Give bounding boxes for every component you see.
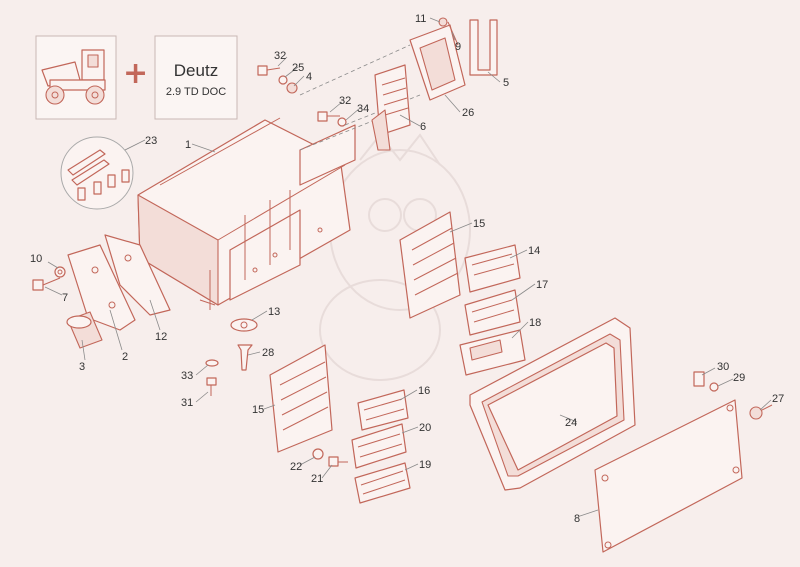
callout-30: 30 — [717, 361, 729, 373]
machine-thumbnail-box — [35, 35, 117, 120]
callout-20: 20 — [419, 422, 431, 434]
part-11-washer — [438, 17, 448, 27]
plus-sign: + — [123, 56, 148, 91]
callout-7: 7 — [62, 292, 68, 304]
callout-29: 29 — [733, 372, 745, 384]
part-6-connector-housing — [371, 64, 411, 151]
engine-model: 2.9 TD DOC — [166, 86, 226, 98]
leader-lines — [44, 17, 772, 517]
callout-labels: 1 2 3 4 5 6 7 8 9 10 11 12 13 14 15 15 1… — [30, 13, 784, 525]
part-13-gasket — [230, 318, 258, 332]
callout-4: 4 — [306, 71, 312, 83]
part-30-latch — [693, 371, 705, 387]
part-33-washer — [205, 359, 219, 367]
part-7-bolt — [32, 277, 61, 291]
part-1-main-frame — [137, 117, 356, 310]
callout-31: 31 — [181, 397, 193, 409]
callout-13: 13 — [268, 306, 280, 318]
part-12-bracket — [104, 234, 171, 316]
callout-26: 26 — [462, 107, 474, 119]
callout-23: 23 — [145, 135, 157, 147]
callout-28: 28 — [262, 347, 274, 359]
assembly-line-a — [299, 44, 411, 96]
part-32-screw-upper — [257, 65, 281, 76]
part-22-washer — [312, 448, 324, 460]
part-3-grommet — [66, 311, 103, 349]
part-32-screw-lower — [317, 111, 340, 122]
callout-2: 2 — [122, 351, 128, 363]
part-21-screw — [328, 456, 348, 467]
part-14-fuse-block — [464, 244, 521, 293]
part-8-cover-plate — [594, 399, 743, 553]
dumper-icon — [41, 49, 106, 105]
part-17-fuse-block — [464, 289, 521, 336]
part-23-clips-detail — [60, 136, 134, 210]
part-34-washer — [337, 117, 347, 127]
callout-21: 21 — [311, 473, 323, 485]
part-27-screw — [749, 404, 773, 420]
callout-16: 16 — [418, 385, 430, 397]
callout-17: 17 — [536, 279, 548, 291]
callout-14: 14 — [528, 245, 540, 257]
callout-1: 1 — [185, 139, 191, 151]
callout-19: 19 — [419, 459, 431, 471]
part-20-fuse-block — [351, 423, 407, 469]
callout-32-lower: 32 — [339, 95, 351, 107]
part-29-washer — [709, 382, 719, 392]
callout-8: 8 — [574, 513, 580, 525]
callout-32-upper: 32 — [274, 50, 286, 62]
callout-18: 18 — [529, 317, 541, 329]
engine-title: Deutz — [174, 61, 218, 80]
part-5-clip — [469, 19, 498, 76]
callout-10: 10 — [30, 253, 42, 265]
part-26-frame — [409, 24, 466, 101]
callout-25: 25 — [292, 62, 304, 74]
callout-15-upper: 15 — [473, 218, 485, 230]
part-25-washer — [278, 75, 288, 85]
part-31-screw — [206, 377, 217, 396]
callout-27: 27 — [772, 393, 784, 405]
callout-34: 34 — [357, 103, 369, 115]
callout-9: 9 — [455, 41, 461, 53]
callout-6: 6 — [420, 121, 426, 133]
callout-11: 11 — [415, 13, 426, 25]
callout-3: 3 — [79, 361, 85, 373]
part-10-washer — [54, 266, 66, 278]
callout-12: 12 — [155, 331, 167, 343]
callout-22: 22 — [290, 461, 302, 473]
part-19-fuse-block — [354, 462, 411, 504]
part-15-fuse-holder-upper — [399, 211, 461, 319]
callout-15-lower: 15 — [252, 404, 264, 416]
callout-24: 24 — [565, 417, 577, 429]
callout-33: 33 — [181, 370, 193, 382]
callout-5: 5 — [503, 77, 509, 89]
engine-info-box: Deutz 2.9 TD DOC — [154, 35, 238, 120]
part-24-seal-frame — [469, 317, 636, 491]
part-16-fuse-block — [357, 389, 409, 431]
part-9-pin — [447, 21, 459, 46]
part-2-bracket — [67, 244, 136, 331]
part-18-relay-block — [459, 329, 526, 376]
part-28-peg — [237, 344, 253, 371]
part-15-fuse-holder-lower — [269, 344, 333, 453]
